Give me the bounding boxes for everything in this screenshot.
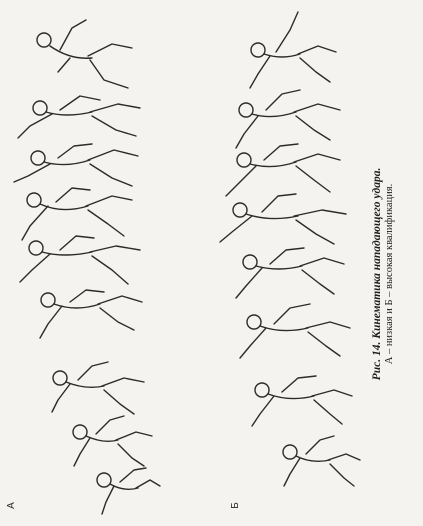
- figure-b-2: [236, 90, 340, 148]
- figure-a-2: [18, 96, 140, 138]
- sequence-a: [14, 20, 160, 514]
- caption-title: Рис. 14. Кинематика нападающего удара.: [371, 168, 383, 381]
- figure-a-1: [37, 20, 132, 88]
- figure-a-6: [40, 290, 142, 338]
- figure-a-5: [20, 236, 140, 284]
- figure-a-9: [97, 468, 160, 514]
- figure-b-7: [252, 376, 352, 426]
- figure-a-4: [22, 188, 132, 240]
- panel-label-b: Б: [230, 502, 241, 509]
- figure-b-6: [240, 304, 350, 358]
- figure-b-1: [250, 12, 336, 88]
- sequence-b: [220, 12, 360, 486]
- figure-a-7: [52, 362, 144, 414]
- panel-label-a: А: [6, 502, 17, 509]
- figure-caption: Рис. 14. Кинематика нападающего удара. А…: [371, 168, 395, 381]
- figure-b-4: [220, 194, 346, 244]
- caption-subtitle: А – низкая и Б – высокая квалификация.: [384, 168, 395, 381]
- figure-b-8: [283, 436, 360, 486]
- figure-a-8: [73, 416, 152, 466]
- figure-b-3: [226, 144, 340, 196]
- figure-a-3: [14, 144, 138, 186]
- figure-b-5: [236, 248, 344, 298]
